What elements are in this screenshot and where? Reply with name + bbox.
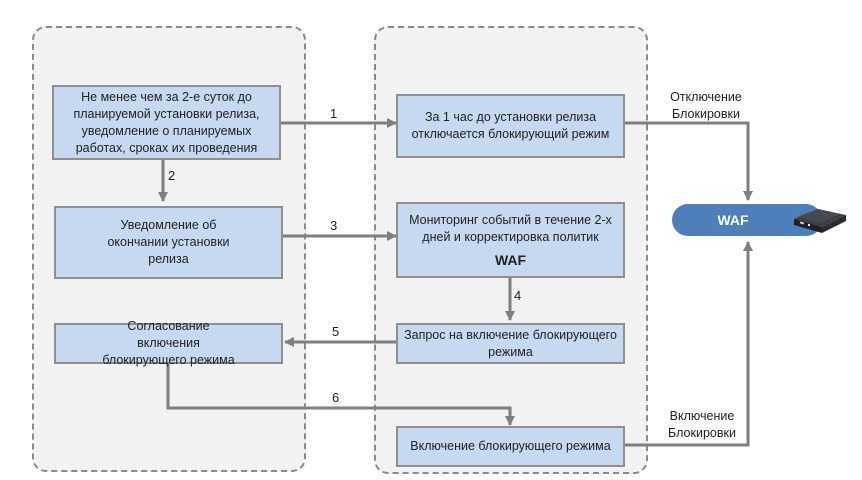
box-notify-before: Не менее чем за 2-е суток до планируемой… [52,85,281,160]
step-2-label: 2 [168,168,176,183]
box-approve-enable: Согласование включения блокирующего режи… [54,319,283,367]
disable-blocking-label: Отключение Блокировки [664,89,748,123]
step-3-label: 3 [330,218,338,233]
disable-blocking-line1: Отключение [670,90,742,104]
box-enable-mode: Включение блокирующего режима [396,426,625,467]
box-disable-before: За 1 час до установки релиза отключается… [396,94,625,158]
waf-label: WAF [717,212,749,228]
enable-blocking-line2: Блокировки [668,426,736,440]
enable-blocking-line1: Включение [669,409,735,423]
step-5-label: 5 [332,324,340,339]
box-disable-before-text: За 1 час до установки релиза отключается… [411,110,610,141]
enable-blocking-label: Включение Блокировки [660,408,744,442]
arrow-6 [166,362,515,426]
box-request-enable-text: Запрос на включение блокирующего режима [404,327,617,359]
arrow-disable-to-waf [624,121,753,201]
box-request-enable: Запрос на включение блокирующего режима [396,323,625,364]
step-6-label: 6 [332,390,340,405]
box-notify-before-text: Не менее чем за 2-е суток до планируемой… [73,89,260,155]
disable-blocking-line2: Блокировки [672,107,740,121]
arrow-enable-to-waf [624,241,753,447]
box-monitoring-text: Мониторинг событий в течение 2-х дней и … [409,212,612,244]
box-notify-end-text: Уведомление об окончании установки релиз… [107,218,230,266]
box-monitoring-waf: WAF [494,251,527,268]
step-4-label: 4 [514,288,522,303]
box-notify-end: Уведомление об окончании установки релиз… [54,206,283,279]
box-monitoring: Мониторинг событий в течение 2-х дней и … [396,202,625,278]
box-enable-mode-text: Включение блокирующего режима [410,439,611,453]
server-appliance-icon [794,209,846,233]
box-approve-enable-text: Согласование включения блокирующего режи… [102,319,235,367]
step-1-label: 1 [330,106,338,121]
